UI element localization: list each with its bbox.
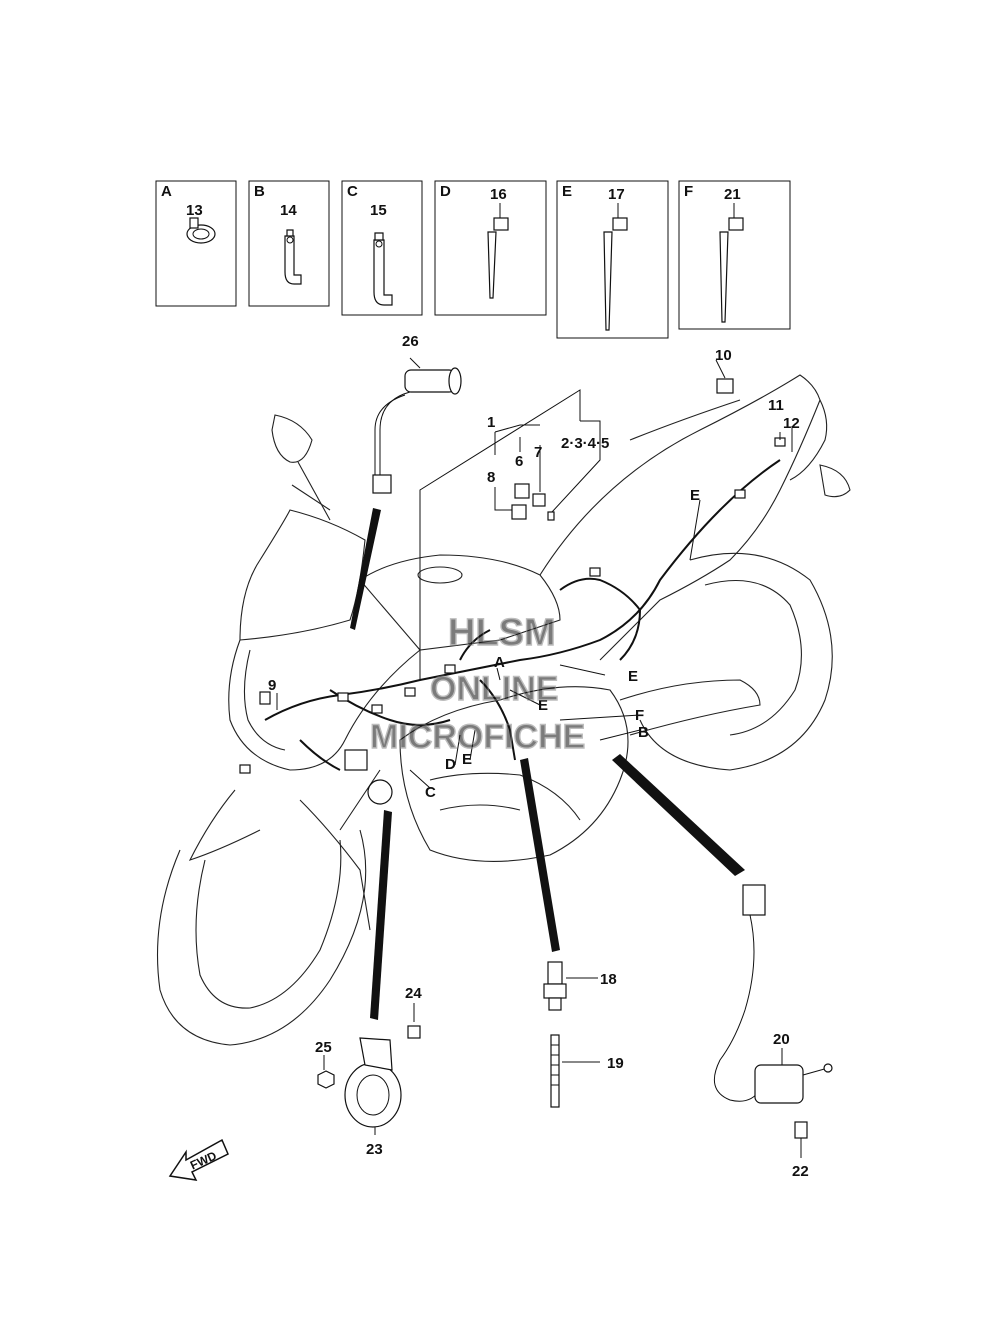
- harness-markers: A B C D E E E E F: [425, 487, 700, 801]
- marker-b: B: [638, 724, 649, 741]
- marker-a: A: [494, 654, 505, 671]
- detail-box-d: D 16: [434, 180, 547, 316]
- detail-box-letter: A: [161, 183, 172, 200]
- callout-8: 8: [487, 469, 495, 486]
- marker-e: E: [690, 487, 700, 504]
- clamp-icon: [186, 217, 216, 244]
- bolt-part: [794, 1121, 808, 1158]
- svg-text:HLSM: HLSM: [448, 612, 556, 654]
- callout-23: 23: [366, 1141, 383, 1158]
- detail-box-e: E 17: [556, 180, 669, 339]
- forward-arrow-icon: FWD: [168, 1138, 229, 1181]
- marker-e: E: [462, 751, 472, 768]
- callout-19: 19: [607, 1055, 624, 1072]
- horn-part: [344, 1037, 402, 1135]
- callout-24: 24: [405, 985, 422, 1002]
- pointer-arrow: [370, 810, 392, 1020]
- detail-box-c: C 15: [341, 180, 423, 316]
- detail-box-b: B 14: [248, 180, 330, 307]
- watermark: HLSM ONLINE MICROFICHE: [369, 611, 586, 756]
- callout-25: 25: [315, 1039, 332, 1056]
- callout-12: 12: [783, 415, 800, 432]
- detail-box-letter: B: [254, 183, 265, 200]
- nut-part: [317, 1055, 335, 1089]
- fwd-label: FWD: [188, 1148, 219, 1172]
- detail-box-f: F 21: [678, 180, 791, 330]
- wire-clamp-icon: [284, 229, 302, 285]
- marker-e: E: [628, 668, 638, 685]
- bolt-part: [407, 1003, 421, 1039]
- cable-tie-icon: [719, 203, 744, 323]
- svg-text:MICROFICHE: MICROFICHE: [370, 718, 585, 756]
- connector-part: [716, 378, 734, 394]
- cable-tie-icon: [487, 203, 509, 299]
- callout-11: 11: [768, 397, 784, 414]
- detail-box-letter: F: [684, 183, 693, 200]
- detail-box-letter: D: [440, 183, 451, 200]
- detail-box-a: A 13: [155, 180, 237, 307]
- callout-6: 6: [515, 453, 523, 470]
- pointer-arrow: [520, 758, 560, 952]
- detail-box-letter: E: [562, 183, 572, 200]
- wiring-harness: [239, 437, 786, 805]
- callout-2345: 2·3·4·5: [561, 435, 609, 452]
- part-number: 14: [280, 202, 297, 219]
- part-number: 16: [490, 186, 507, 203]
- callout-20: 20: [773, 1031, 790, 1048]
- callout-26: 26: [402, 333, 419, 350]
- part-number: 13: [186, 202, 203, 219]
- callout-10: 10: [715, 347, 732, 364]
- svg-text:ONLINE: ONLINE: [430, 670, 558, 708]
- bolt-part: [550, 1034, 560, 1108]
- marker-f: F: [635, 707, 644, 724]
- relay-parts: [511, 483, 555, 521]
- callout-labels: 1 2·3·4·5 6 7 8 9 10 11 12 18 19 20 22 2…: [268, 333, 809, 1180]
- pointer-arrow: [350, 508, 381, 630]
- marker-d: D: [445, 756, 456, 773]
- part-number: 15: [370, 202, 387, 219]
- callout-1: 1: [487, 414, 495, 431]
- motorcycle-outline: [156, 374, 851, 1046]
- callout-leaders: [276, 357, 793, 789]
- part-number: 17: [608, 186, 625, 203]
- pointer-arrow: [612, 754, 745, 876]
- sensor-part: [713, 884, 833, 1104]
- wire-clamp-icon: [373, 232, 393, 306]
- detail-box-letter: C: [347, 183, 358, 200]
- cable-tie-icon: [603, 203, 628, 331]
- marker-e: E: [538, 697, 548, 714]
- callout-18: 18: [600, 971, 617, 988]
- accessory-socket: [372, 367, 462, 494]
- neutral-switch: [543, 961, 567, 1011]
- marker-c: C: [425, 784, 436, 801]
- callout-9: 9: [268, 677, 276, 694]
- part-number: 21: [724, 186, 741, 203]
- callout-22: 22: [792, 1163, 809, 1180]
- callout-7: 7: [534, 444, 542, 461]
